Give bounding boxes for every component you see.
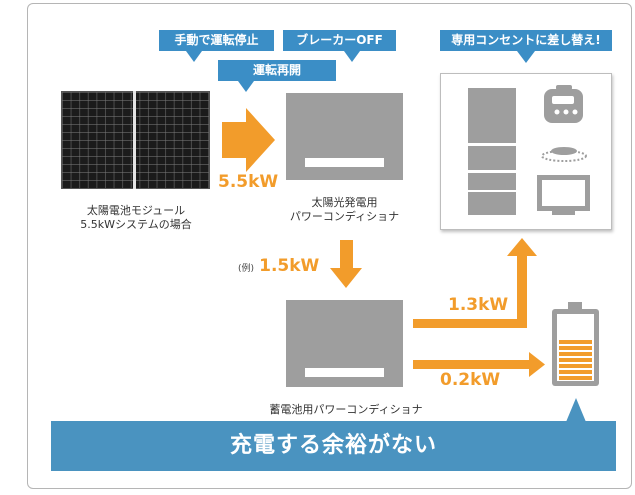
solar-module-line2: 5.5kWシステムの場合 xyxy=(80,218,192,231)
to-battery-value: 0.2kW xyxy=(440,370,501,390)
induction-cooker-icon xyxy=(541,147,587,162)
breaker-off-tag: ブレーカーOFF xyxy=(283,30,396,51)
solar-pcs-caption: 太陽光発電用 パワーコンディショナ xyxy=(279,196,410,224)
battery-pcs-caption: 蓄電池用パワーコンディショナ xyxy=(269,403,423,416)
bottom-banner: 充電する余裕がない xyxy=(51,421,616,471)
solar-module-line1: 太陽電池モジュール xyxy=(86,204,186,217)
solar-panel-divider xyxy=(133,91,136,189)
charge-value-label: (例) 1.5kW xyxy=(238,256,319,276)
example-prefix: (例) xyxy=(238,264,255,274)
solar-pcs-line1: 太陽光発電用 xyxy=(311,196,378,209)
solar-output-value: 5.5kW xyxy=(218,172,279,192)
diagram-frame xyxy=(27,3,632,489)
refrigerator-icon xyxy=(468,88,516,215)
manual-stop-tag: 手動で運転停止 xyxy=(159,30,274,51)
solar-module-caption: 太陽電池モジュール 5.5kWシステムの場合 xyxy=(61,204,211,232)
to-outlet-value: 1.3kW xyxy=(448,295,509,315)
refrigerator-door-line xyxy=(468,143,516,146)
solar-pcs-slot xyxy=(305,158,384,167)
banner-text: 充電する余裕がない xyxy=(229,433,437,458)
charge-input-value: 1.5kW xyxy=(259,256,320,276)
rice-cooker-icon xyxy=(544,85,583,123)
battery-pcs-slot xyxy=(305,368,384,377)
restart-tag: 運転再開 xyxy=(218,60,336,81)
switch-outlet-tag: 専用コンセントに差し替え! xyxy=(440,30,612,51)
refrigerator-door-line-3 xyxy=(468,190,516,192)
monitor-icon xyxy=(537,175,590,215)
solar-pcs-line2: パワーコンディショナ xyxy=(289,210,400,223)
refrigerator-door-line-2 xyxy=(468,170,516,173)
